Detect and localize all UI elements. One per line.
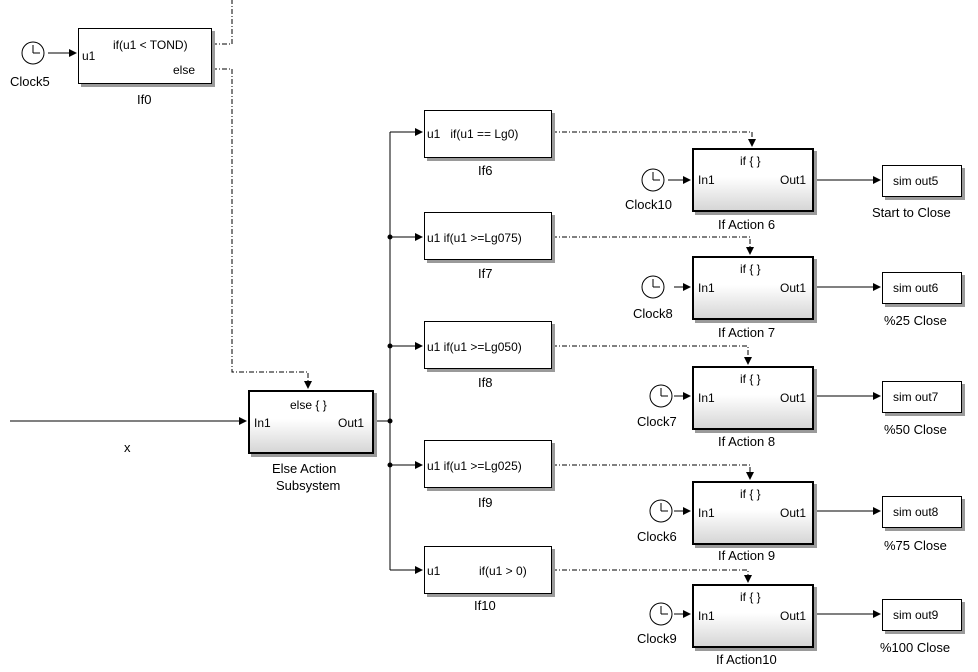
action6-header: if { }	[740, 154, 761, 168]
if-action-8-subsystem[interactable]: if { } In1 Out1	[692, 366, 814, 430]
simout7-text: sim out7	[893, 390, 939, 404]
if-action-9-subsystem[interactable]: if { } In1 Out1	[692, 481, 814, 545]
action8-in: In1	[698, 391, 715, 405]
simout5-label: Start to Close	[872, 205, 951, 220]
if10-block[interactable]: u1 if(u1 > 0)	[424, 546, 552, 594]
simout7-block[interactable]: sim out7	[882, 381, 962, 413]
simout6-label: %25 Close	[884, 313, 947, 328]
if9-label: If9	[478, 495, 493, 510]
clock9-label: Clock9	[637, 631, 677, 646]
clock-icon[interactable]	[640, 167, 666, 193]
action9-in: In1	[698, 506, 715, 520]
if0-else-port: else	[173, 63, 196, 77]
action6-out: Out1	[780, 173, 807, 187]
else-in-port: In1	[254, 416, 271, 430]
simout6-block[interactable]: sim out6	[882, 272, 962, 304]
if10-input-port: u1	[427, 564, 441, 578]
clock5-label: Clock5	[10, 74, 50, 89]
if-action-8-label: If Action 8	[718, 434, 776, 449]
if10-label: If10	[474, 598, 496, 613]
else-header: else { }	[290, 398, 327, 412]
simout8-text: sim out8	[893, 505, 939, 519]
if6-text: u1 if(u1 == Lg0)	[427, 127, 519, 141]
simout7-label: %50 Close	[884, 422, 947, 437]
action6-in: In1	[698, 173, 715, 187]
else-action-subsystem[interactable]: else { } In1 Out1	[248, 390, 374, 454]
simout8-block[interactable]: sim out8	[882, 496, 962, 528]
simout9-label: %100 Close	[880, 640, 951, 655]
if10-text: if(u1 > 0)	[479, 564, 527, 578]
if6-label: If6	[478, 163, 493, 178]
action10-in: In1	[698, 609, 715, 623]
clock10-label: Clock10	[625, 197, 672, 212]
clock-icon[interactable]	[648, 498, 674, 524]
action10-header: if { }	[740, 590, 761, 604]
if7-label: If7	[478, 266, 493, 281]
if-action-7-label: If Action 7	[718, 325, 776, 340]
if-action-7-subsystem[interactable]: if { } In1 Out1	[692, 256, 814, 320]
if8-label: If8	[478, 375, 493, 390]
if-action-6-label: If Action 6	[718, 217, 776, 232]
if9-text: u1 if(u1 >=Lg025)	[427, 459, 522, 473]
action9-out: Out1	[780, 506, 807, 520]
if-action-6-subsystem[interactable]: if { } In1 Out1	[692, 148, 814, 212]
clock-icon[interactable]	[648, 383, 674, 409]
if0-label: If0	[137, 92, 152, 107]
action7-in: In1	[698, 281, 715, 295]
simout8-label: %75 Close	[884, 538, 947, 553]
if6-block[interactable]: u1 if(u1 == Lg0)	[424, 110, 552, 158]
action7-header: if { }	[740, 262, 761, 276]
action9-header: if { }	[740, 487, 761, 501]
if7-block[interactable]: u1 if(u1 >=Lg075)	[424, 212, 552, 260]
if-action-10-label: If Action10	[716, 652, 777, 667]
else-subsystem-label-1: Else Action	[272, 461, 337, 476]
action10-out: Out1	[780, 609, 807, 623]
if9-block[interactable]: u1 if(u1 >=Lg025)	[424, 440, 552, 488]
action7-out: Out1	[780, 281, 807, 295]
if0-if-port-line	[212, 0, 233, 45]
clock6-label: Clock6	[637, 529, 677, 544]
simout9-text: sim out9	[893, 608, 939, 622]
if8-text: u1 if(u1 >=Lg050)	[427, 340, 522, 354]
simout5-text: sim out5	[893, 174, 939, 188]
clock8-label: Clock8	[633, 306, 673, 321]
simout6-text: sim out6	[893, 281, 939, 295]
if0-else-port-line	[212, 68, 312, 389]
if0-block[interactable]: u1 if(u1 < TOND) else	[78, 28, 212, 84]
if0-input-port: u1	[82, 49, 96, 63]
signal-label-x: x	[124, 440, 131, 455]
simout9-block[interactable]: sim out9	[882, 599, 962, 631]
else-subsystem-label-2: Subsystem	[276, 478, 341, 493]
clock-icon[interactable]	[20, 40, 46, 66]
if8-block[interactable]: u1 if(u1 >=Lg050)	[424, 321, 552, 369]
if-action-10-subsystem[interactable]: if { } In1 Out1	[692, 584, 814, 648]
else-out-port: Out1	[338, 416, 365, 430]
action8-out: Out1	[780, 391, 807, 405]
clock-icon[interactable]	[648, 601, 674, 627]
clock-icon[interactable]	[640, 274, 666, 300]
clock7-label: Clock7	[637, 414, 677, 429]
if7-text: u1 if(u1 >=Lg075)	[427, 231, 522, 245]
simout5-block[interactable]: sim out5	[882, 165, 962, 197]
if0-condition: if(u1 < TOND)	[113, 38, 188, 52]
if-action-9-label: If Action 9	[718, 548, 776, 563]
action8-header: if { }	[740, 372, 761, 386]
